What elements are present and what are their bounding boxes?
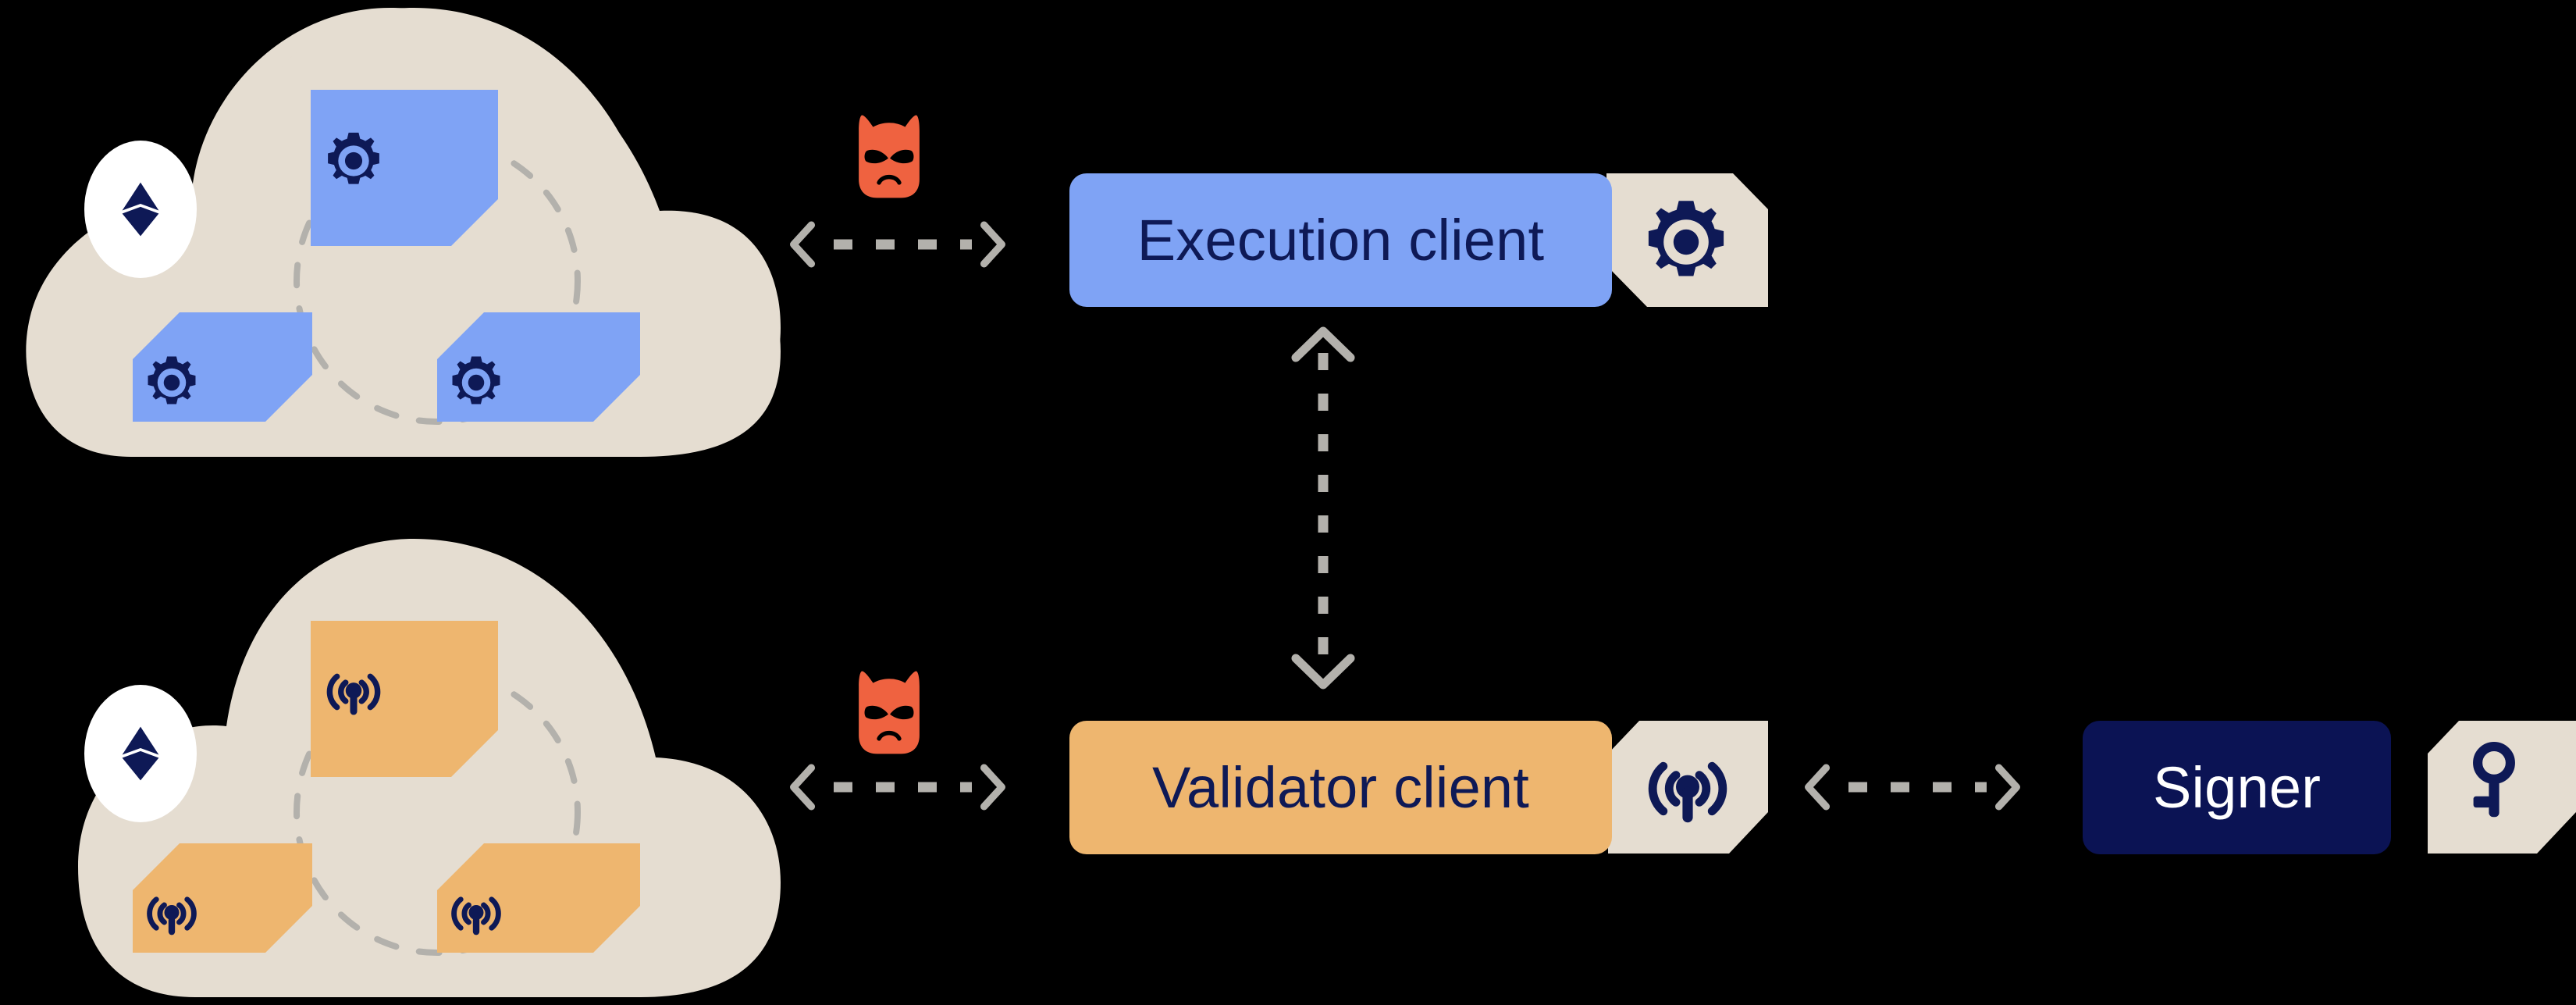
gear-icon [328, 132, 379, 184]
validator-client-box[interactable]: Validator client [1069, 721, 1612, 854]
signer-badge [2428, 721, 2576, 854]
gear-icon [452, 356, 500, 404]
signer-box[interactable]: Signer [2083, 721, 2391, 854]
cloud-to-validator-client-connector [794, 768, 1002, 807]
execution-client-label: Execution client [1137, 207, 1545, 273]
ethereum-logo [84, 685, 197, 822]
gear-icon [148, 356, 196, 404]
network-node [133, 312, 312, 422]
network-node [311, 621, 498, 777]
devil-face-icon [859, 672, 920, 754]
signer-label: Signer [2152, 754, 2322, 820]
devil-face-icon [859, 116, 920, 198]
network-node [133, 843, 312, 953]
validator-client-badge [1608, 721, 1768, 854]
network-node [311, 90, 498, 246]
consensus-network-cloud [78, 539, 781, 997]
network-node [437, 843, 640, 953]
execution-to-validator-connector [1291, 326, 1355, 690]
gear-icon [1648, 201, 1724, 276]
network-node [437, 312, 640, 422]
execution-network-cloud [26, 8, 781, 457]
validator-client-label: Validator client [1151, 754, 1530, 820]
execution-client-badge [1606, 173, 1768, 307]
cloud-to-execution-client-connector [794, 225, 1002, 264]
ethereum-logo [84, 141, 197, 278]
execution-client-box[interactable]: Execution client [1069, 173, 1612, 307]
validator-to-signer-connector [1809, 768, 2017, 807]
